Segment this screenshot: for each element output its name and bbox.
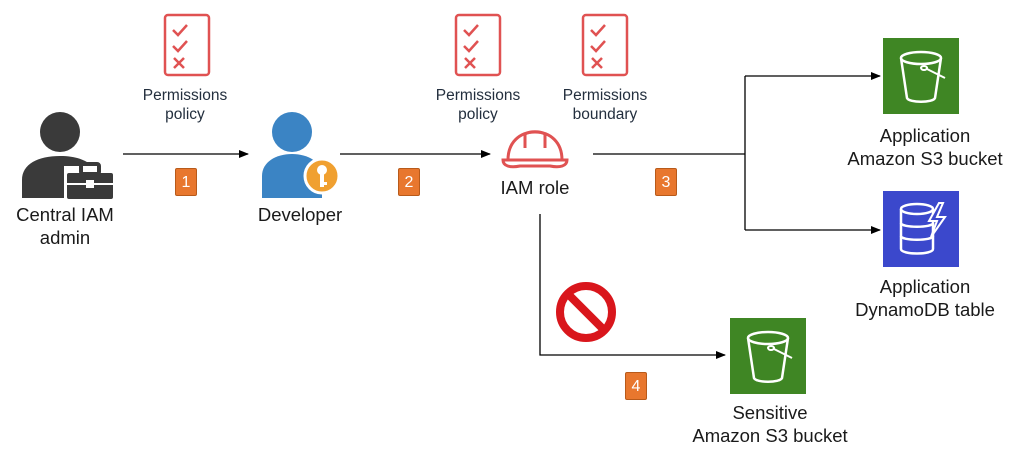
- admin-user-icon: [22, 112, 115, 200]
- step-badge-2: 2: [398, 168, 420, 196]
- application-s3-bucket-label: Application Amazon S3 bucket: [847, 125, 1003, 169]
- dynamodb-table-icon: [883, 191, 959, 267]
- s3-bucket-icon: [883, 38, 959, 114]
- permissions-policy-label: Permissions policy: [435, 87, 521, 123]
- iam-role-label: IAM role: [500, 177, 570, 198]
- central-iam-admin-label: Central IAM admin: [16, 204, 114, 248]
- application-dynamodb-table-label: Application DynamoDB table: [855, 276, 995, 320]
- step-badge-1: 1: [175, 168, 197, 196]
- permissions-boundary-icon: [581, 13, 629, 77]
- arrow-role-to-resources: [593, 76, 746, 230]
- s3-bucket-icon: [730, 318, 806, 394]
- developer-label: Developer: [257, 204, 343, 225]
- step-badge-3: 3: [655, 168, 677, 196]
- deny-prohibited-icon: [556, 282, 616, 342]
- permissions-policy-label: Permissions policy: [142, 87, 228, 123]
- step-badge-4: 4: [625, 372, 647, 400]
- sensitive-s3-bucket-label: Sensitive Amazon S3 bucket: [692, 402, 848, 446]
- permissions-boundary-label: Permissions boundary: [562, 87, 648, 123]
- permissions-policy-icon: [163, 13, 211, 77]
- iam-role-helmet-icon: [501, 130, 569, 169]
- arrow-role-to-sensitive-bucket: [539, 214, 726, 359]
- developer-user-icon: [262, 112, 341, 198]
- permissions-policy-icon: [454, 13, 502, 77]
